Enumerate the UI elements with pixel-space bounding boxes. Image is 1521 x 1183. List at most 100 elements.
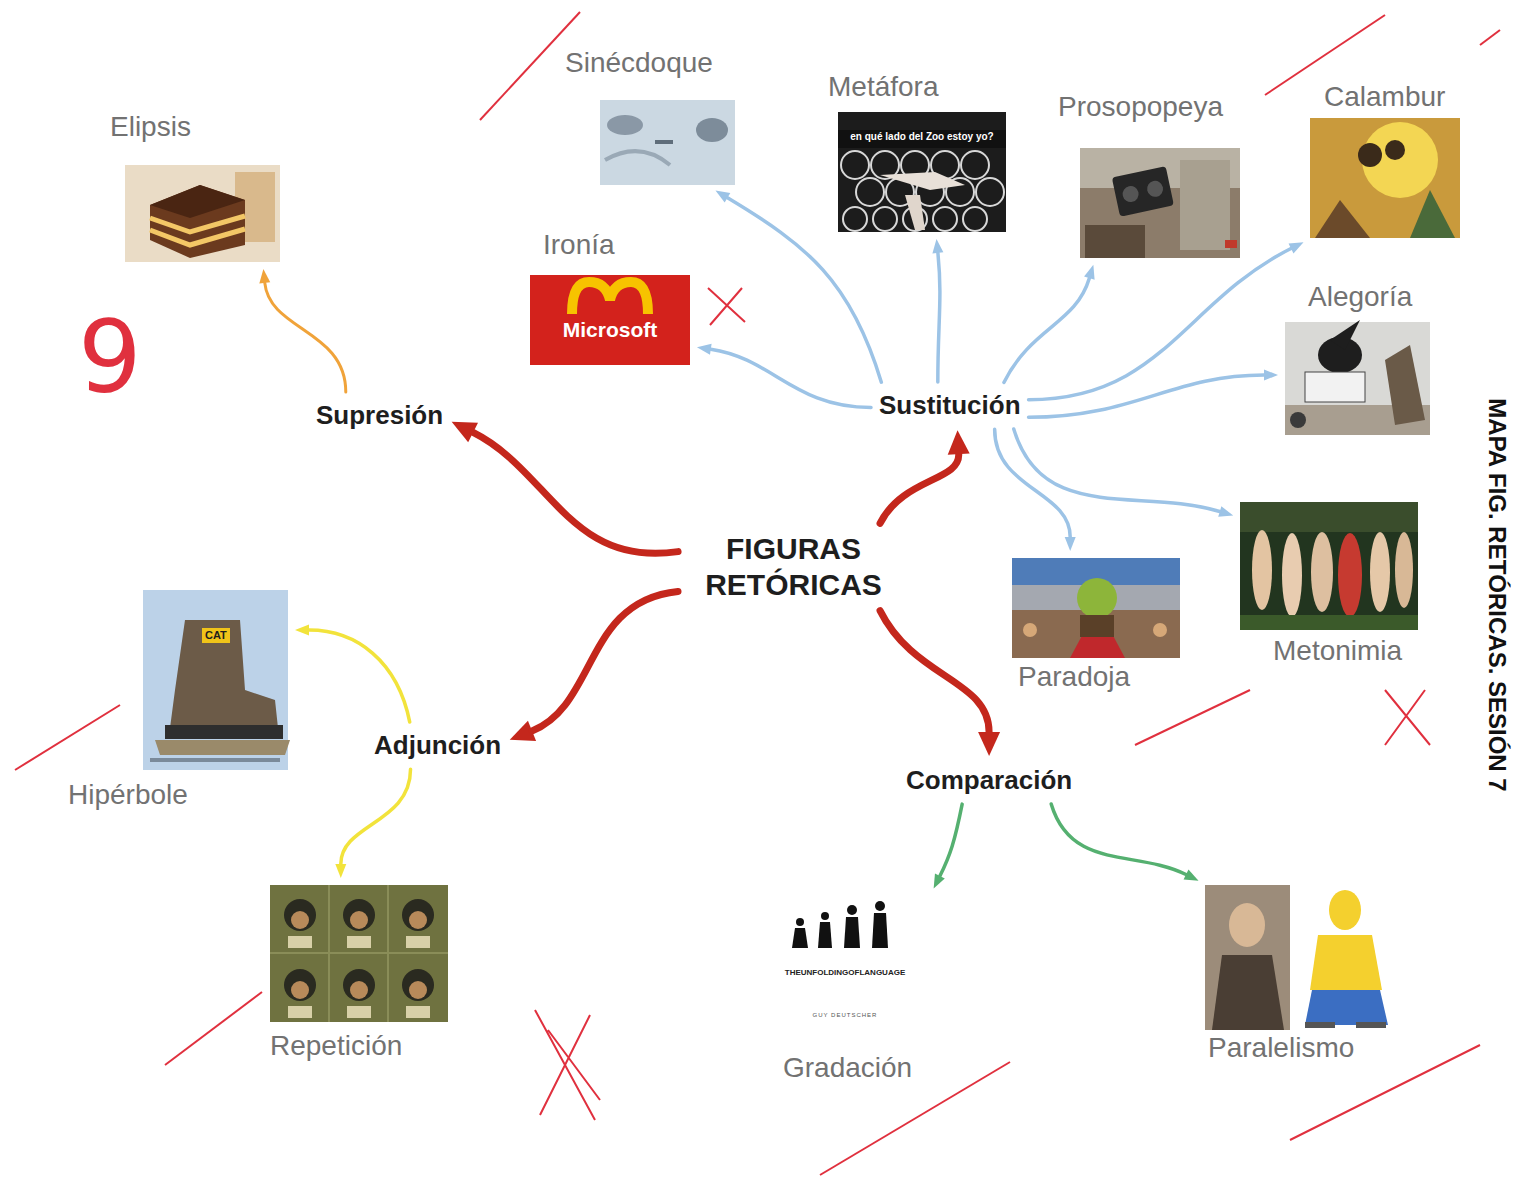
illustration-shape [1121,185,1140,204]
connector-line [995,429,1071,537]
illustration-shape [841,151,1004,231]
illustration-shape [1315,200,1370,238]
pun-picture [1310,118,1460,238]
connector-line [341,769,411,864]
illustration-shape [347,936,371,948]
branch-topic: Supresión [312,396,447,435]
connector [1014,429,1233,517]
illustration-shape [1358,143,1382,167]
illustration-shape [1240,502,1418,630]
illustration-shape [284,899,434,1001]
illustration-shape [905,195,925,230]
branch-title: Supresión [316,400,443,431]
branch-topic: Sustitución [875,386,1025,425]
illustration-shape [343,969,375,1001]
illustration-shape [150,185,245,218]
illustration-shape [15,705,120,770]
illustration-shape [838,112,1006,232]
illustration-shape [1305,372,1365,402]
label-holder: THEUNFOLDINGOFLANGUAGE [770,968,920,977]
figure-card: Metonimia [1238,500,1448,670]
branch-title: Sustitución [879,390,1021,421]
figure-name: Alegoría [1308,282,1412,313]
illustration-shape [880,172,965,190]
illustration-shape [1225,240,1237,248]
connector [715,191,881,383]
illustration-shape [963,207,987,231]
figure-name: Elipsis [110,112,191,143]
illustration-shape [343,899,375,931]
illustration-shape [1229,903,1265,947]
figure-name: Sinécdoque [565,48,713,79]
illustration-shape [1330,320,1360,350]
illustration-shape [1252,530,1272,610]
illustration-shape [347,1006,371,1018]
illustration-shape [1305,1022,1335,1028]
figure-card: Elipsis [108,112,284,264]
connector [1029,242,1304,399]
connector [697,344,871,408]
illustration-shape [288,936,430,1018]
connector [452,422,678,554]
label-holder: CAT [202,628,230,643]
illustration-shape [1212,955,1284,1030]
allegory-picture [1285,320,1430,435]
figure-card: Repetición [268,883,450,1073]
illustration-shape [818,922,832,948]
illustration-shape [1146,179,1165,198]
illustration-shape [1290,412,1306,428]
connector [1051,804,1198,881]
illustration-shape [770,895,920,1030]
figure-card: Metáfora [828,72,1008,234]
label-holder: GUY DEUTSCHER [770,1012,920,1019]
figure-name: Repetición [270,1031,402,1062]
illustration-shape [1180,160,1230,250]
illustration-shape [1385,690,1430,745]
illustration-shape [402,969,434,1001]
caption-in-picture: en qué lado del Zoo estoy yo? [840,131,1004,143]
illustration-shape [1012,610,1180,658]
illustration-shape [655,140,673,144]
connector [932,239,943,382]
illustration-shape [291,911,309,929]
figure-card: Alegoría [1283,282,1447,437]
illustration-shape [406,936,430,948]
illustration-shape [1135,690,1250,745]
cake-picture [125,165,280,262]
illustration-shape [1410,190,1455,238]
illustration-shape [1285,322,1430,435]
illustration-shape [1310,118,1460,238]
illustration-shape [607,115,643,135]
illustration-shape [1112,166,1174,217]
irony-logo [530,275,690,365]
illustration-shape [600,100,735,185]
figure-card: Ironía [528,230,692,367]
illustration-shape [1205,885,1290,1030]
illustration-shape [1240,615,1418,630]
hyperbole-poster [143,590,290,770]
illustration-shape [605,151,670,165]
illustration-shape [872,913,888,948]
illustration-shape [1329,890,1361,930]
arrowhead [335,864,346,878]
central-topic: FIGURAS RETÓRICAS [682,527,905,607]
connector-line [727,198,881,382]
illustration-shape [406,1006,430,1018]
illustration-shape [976,178,1004,206]
illustration-shape [841,151,869,179]
figure-card: Prosopopeya [1058,92,1242,260]
illustration-shape [1282,533,1302,617]
page-title: MAPA FIG. RETÓRICAS. SESIÓN 7 [1483,398,1511,791]
illustration-shape [875,901,885,911]
illustration-shape [1240,502,1418,532]
figure-name: Prosopopeya [1058,92,1223,123]
illustration-shape [838,130,1006,148]
illustration-shape [873,207,897,231]
connector-line [1051,804,1186,874]
illustration-shape [1356,1022,1386,1028]
illustration-shape [933,207,957,231]
illustration-shape [150,758,280,762]
figure-card: Calambur [1308,82,1462,240]
